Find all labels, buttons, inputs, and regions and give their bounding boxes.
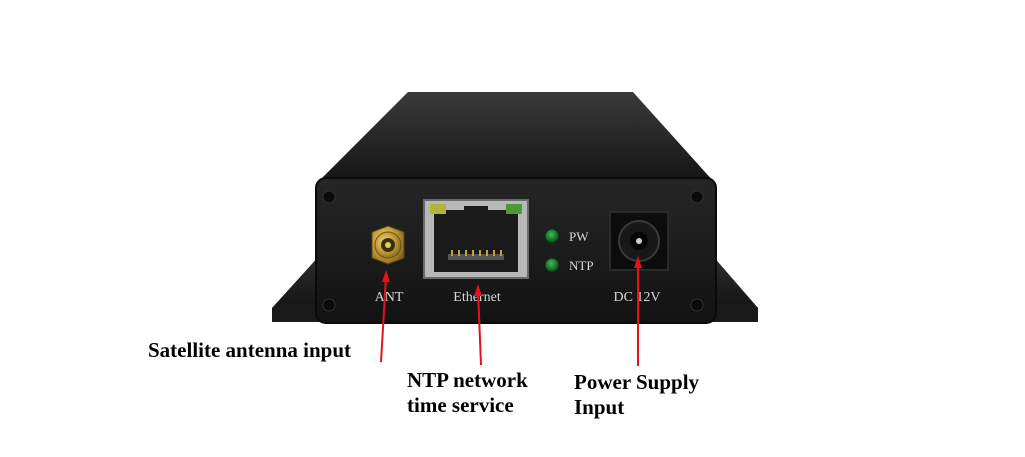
- screw-icon: [322, 190, 704, 312]
- arrow-power: [634, 256, 642, 366]
- mounting-flange-right: [710, 255, 758, 322]
- power-supply-callout: Power Supply Input: [574, 370, 699, 420]
- ethernet-port: [423, 199, 529, 279]
- ntp-led-icon: [544, 257, 560, 273]
- ntp-callout-line1: NTP network: [407, 368, 528, 392]
- mounting-flange-left: [272, 255, 322, 322]
- arrow-antenna: [380, 270, 390, 363]
- sma-antenna-connector: [371, 225, 405, 265]
- power-callout-line1: Power Supply: [574, 370, 700, 394]
- ntp-led-label: NTP: [569, 258, 594, 273]
- ntp-callout-line2: time service: [407, 393, 514, 417]
- dc-power-jack: [609, 211, 669, 271]
- arrow-ethernet: [474, 284, 482, 366]
- ntp-service-callout: NTP network time service: [407, 368, 528, 418]
- ethernet-label: Ethernet: [453, 290, 501, 305]
- ant-label: ANT: [375, 290, 404, 305]
- enclosure-top: [318, 92, 714, 182]
- satellite-antenna-callout: Satellite antenna input: [148, 338, 351, 363]
- pw-label: PW: [569, 229, 589, 244]
- power-callout-line2: Input: [574, 395, 625, 419]
- pw-led-icon: [544, 228, 560, 244]
- satellite-callout-text: Satellite antenna input: [148, 338, 352, 362]
